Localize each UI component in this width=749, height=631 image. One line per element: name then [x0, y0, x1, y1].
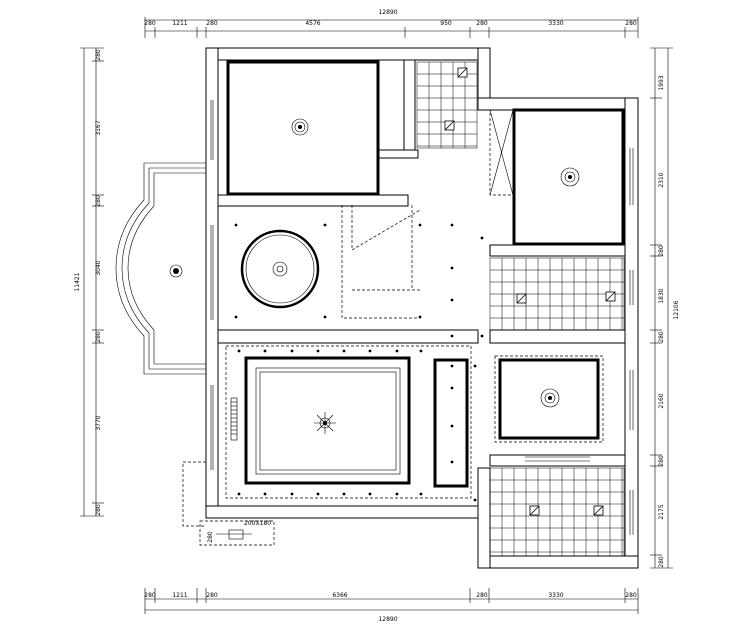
top-overall-dim: 12890 — [378, 9, 397, 16]
bottom-dim-1: 280 — [144, 592, 156, 599]
bottom-dim-2: 1211 — [172, 592, 187, 599]
left-dim-4: 3040 — [95, 260, 102, 275]
dining-area — [240, 205, 421, 319]
left-dimensions: 11421 280 3167 280 3040 280 3770 280 — [74, 47, 104, 517]
top-dim-3: 280 — [206, 20, 218, 27]
entry-area: 200X180 280 — [182, 461, 275, 546]
bottom-overall-dim: 12890 — [378, 616, 397, 623]
top-dim-8: 280 — [625, 20, 637, 27]
left-dim-7: 280 — [95, 504, 102, 516]
right-dim-1: 1993 — [658, 75, 665, 90]
entry-annotation-2: 280 — [207, 531, 214, 543]
bottom-dim-5: 280 — [476, 592, 488, 599]
bedroom-3 — [494, 355, 604, 462]
bathroom-middle — [489, 257, 625, 331]
left-dim-3: 280 — [95, 195, 102, 207]
left-dim-1: 280 — [95, 49, 102, 61]
left-dim-2: 3167 — [95, 120, 102, 135]
top-dim-6: 280 — [476, 20, 488, 27]
balcony-bay — [115, 162, 206, 375]
top-dim-2: 1211 — [172, 20, 187, 27]
right-dim-9: 280 — [658, 556, 665, 568]
bathroom-top — [416, 61, 478, 149]
bedroom-2 — [489, 108, 625, 246]
top-dim-1: 280 — [144, 20, 156, 27]
left-dim-5: 280 — [95, 331, 102, 343]
right-dim-8: 2175 — [658, 504, 665, 519]
right-dim-3: 280 — [658, 245, 665, 257]
top-dim-5: 950 — [440, 20, 452, 27]
bedroom-1 — [226, 60, 380, 196]
left-overall-dim: 11421 — [74, 272, 81, 291]
right-dim-4: 1830 — [658, 288, 665, 303]
downlights — [234, 223, 484, 502]
right-overall-dim: 12106 — [673, 300, 680, 319]
right-dim-2: 2310 — [658, 172, 665, 187]
right-dimensions: 1993 2310 280 1830 280 2160 280 2175 280… — [650, 47, 680, 569]
top-dimensions: 12890 280 1211 280 4576 950 280 3330 280 — [144, 9, 639, 38]
kitchen-bottom — [489, 467, 625, 557]
top-dim-4: 4576 — [305, 20, 320, 27]
right-dim-7: 280 — [658, 455, 665, 467]
chandelier-icon — [314, 412, 336, 434]
entry-annotation-1: 200X180 — [244, 520, 271, 527]
bottom-dim-3: 280 — [206, 592, 218, 599]
bottom-dim-6: 3330 — [548, 592, 563, 599]
outer-walls — [205, 47, 639, 569]
bottom-dim-4: 6366 — [332, 592, 347, 599]
bottom-dimensions: 280 1211 280 6366 280 3330 280 12890 — [144, 588, 639, 623]
tv-cabinet — [230, 397, 238, 441]
living-room — [225, 345, 472, 499]
windows — [210, 100, 634, 535]
bottom-dim-7: 280 — [625, 592, 637, 599]
right-dim-6: 2160 — [658, 393, 665, 408]
left-dim-6: 3770 — [95, 415, 102, 430]
top-dim-7: 3330 — [548, 20, 563, 27]
right-dim-5: 280 — [658, 331, 665, 343]
